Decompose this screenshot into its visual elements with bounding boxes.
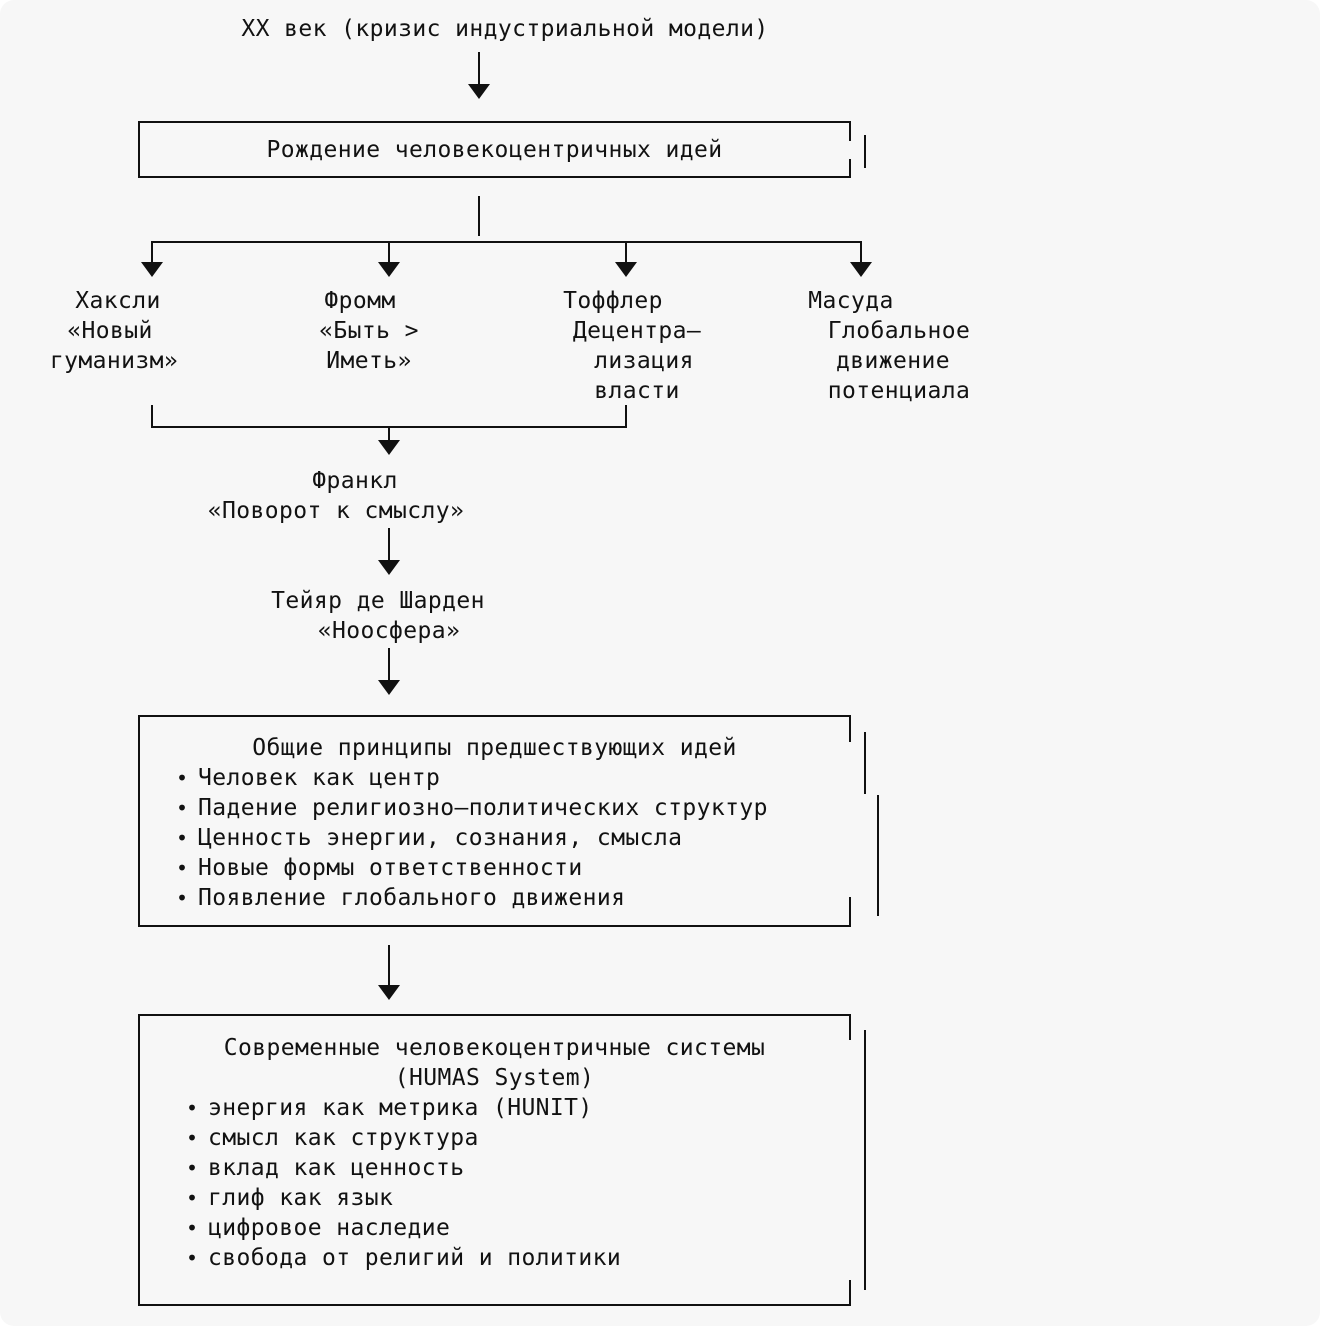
list-item-label: свобода от религий и политики <box>208 1245 622 1271</box>
list-item-label: вклад как ценность <box>208 1155 465 1181</box>
chain-teilhard-subtitle: «Ноосфера» <box>317 618 461 644</box>
list-item: • Человек как центр <box>176 763 768 793</box>
box-modern-side-rule <box>864 1030 866 1290</box>
bullet-icon: • <box>176 766 189 790</box>
chain-frankl-name: Франкл <box>312 468 398 494</box>
box-birth-side-rule <box>864 135 866 168</box>
branch-fromm-name: Фромм <box>324 288 396 314</box>
branch-toffler-name: Тоффлер <box>563 288 663 314</box>
fanout-stem-masuda <box>860 241 862 264</box>
bullet-icon: • <box>186 1156 199 1180</box>
list-item: • энергия как метрика (HUNIT) <box>186 1093 621 1123</box>
list-item: • Новые формы ответственности <box>176 853 768 883</box>
connector-root-to-birth <box>478 52 480 85</box>
list-item-label: Падение религиозно–политических структур <box>198 795 768 821</box>
list-item: • глиф как язык <box>186 1183 621 1213</box>
list-item-label: энергия как метрика (HUNIT) <box>208 1095 593 1121</box>
chain-frankl-subtitle: «Поворот к смыслу» <box>207 498 465 524</box>
list-item-label: смысл как структура <box>208 1125 479 1151</box>
branch-masuda-line-3: потенциала <box>827 378 971 404</box>
list-item: • смысл как структура <box>186 1123 621 1153</box>
box-principles-title: Общие принципы предшествующих идей <box>252 735 737 761</box>
branch-fromm-line-1: «Быть > <box>319 318 419 344</box>
list-item-label: Новые формы ответственности <box>198 855 583 881</box>
box-modern-title-line-1: Современные человекоцентричные системы <box>223 1035 766 1061</box>
arrow-root-to-birth <box>468 84 490 99</box>
box-principles-right-border-gap <box>847 742 852 897</box>
branch-fromm-line-2: Иметь» <box>326 348 412 374</box>
bullet-icon: • <box>186 1126 199 1150</box>
bullet-icon: • <box>176 886 189 910</box>
connector-teilhard-to-principles <box>388 648 390 681</box>
branch-masuda-name: Масуда <box>808 288 894 314</box>
arrow-teilhard-to-principles <box>378 680 400 695</box>
join-stem-down <box>388 426 390 446</box>
list-item: • цифровое наследие <box>186 1213 621 1243</box>
list-item: • Падение религиозно–политических структ… <box>176 793 768 823</box>
box-modern-bullet-list: • энергия как метрика (HUNIT) • смысл ка… <box>186 1093 621 1273</box>
list-item-label: цифровое наследие <box>208 1215 451 1241</box>
branch-huxley-name: Хаксли <box>75 288 161 314</box>
bullet-icon: • <box>176 826 189 850</box>
list-item-label: Появление глобального движения <box>198 885 626 911</box>
bullet-icon: • <box>176 796 189 820</box>
branch-huxley-line-1: «Новый <box>67 318 153 344</box>
bullet-icon: • <box>186 1246 199 1270</box>
box-birth-title: Рождение человекоцентричных идей <box>266 137 723 163</box>
box-principles-side-rule-lower <box>877 795 879 916</box>
arrow-principles-to-modern <box>378 985 400 1000</box>
fanout-bar <box>151 241 861 243</box>
box-principles-bullet-list: • Человек как центр • Падение религиозно… <box>176 763 768 913</box>
bullet-icon: • <box>176 856 189 880</box>
list-item-label: Человек как центр <box>198 765 441 791</box>
box-modern-title-line-2: (HUMAS System) <box>394 1065 595 1091</box>
list-item: • свобода от религий и политики <box>186 1243 621 1273</box>
bullet-icon: • <box>186 1186 199 1210</box>
branch-toffler-line-1: Децентра– <box>572 318 702 344</box>
list-item: • Появление глобального движения <box>176 883 768 913</box>
connector-frankl-to-teilhard <box>388 528 390 561</box>
fanout-stem-fromm <box>388 241 390 264</box>
box-modern-right-border-gap <box>847 1040 852 1280</box>
box-principles-side-rule-upper <box>864 732 866 794</box>
arrow-join-to-frankl <box>378 440 400 455</box>
branch-masuda-line-1: Глобальное <box>827 318 971 344</box>
list-item-label: Ценность энергии, сознания, смысла <box>198 825 683 851</box>
box-birth-right-border-gap <box>847 141 852 159</box>
arrow-branch-toffler <box>615 262 637 277</box>
bullet-icon: • <box>186 1096 199 1120</box>
join-stem-toffler <box>625 405 627 428</box>
branch-huxley-line-2: гуманизм» <box>49 348 179 374</box>
list-item: • Ценность энергии, сознания, смысла <box>176 823 768 853</box>
fanout-stem-huxley <box>151 241 153 264</box>
root-label: XX век (кризис индустриальной модели) <box>241 16 769 42</box>
arrow-branch-masuda <box>850 262 872 277</box>
connector-principles-to-modern <box>388 945 390 986</box>
join-stem-huxley <box>151 405 153 428</box>
arrow-branch-huxley <box>141 262 163 277</box>
connector-birth-to-fanout <box>478 196 480 236</box>
bullet-icon: • <box>186 1216 199 1240</box>
list-item-label: глиф как язык <box>208 1185 394 1211</box>
chain-teilhard-name: Тейяр де Шарден <box>271 588 485 614</box>
branch-toffler-line-2: лизация <box>594 348 694 374</box>
arrow-frankl-to-teilhard <box>378 560 400 575</box>
branch-masuda-line-2: движение <box>836 348 950 374</box>
list-item: • вклад как ценность <box>186 1153 621 1183</box>
branch-toffler-line-3: власти <box>594 378 680 404</box>
fanout-stem-toffler <box>625 241 627 264</box>
arrow-branch-fromm <box>378 262 400 277</box>
